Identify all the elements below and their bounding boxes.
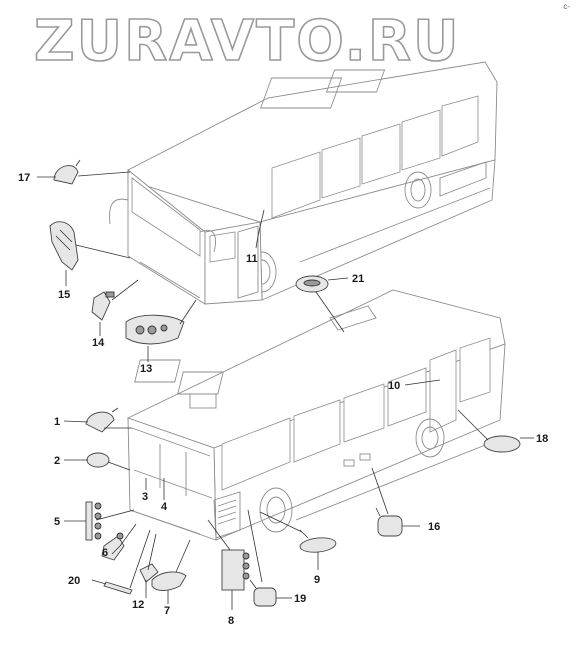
callout-3: 3 bbox=[142, 491, 148, 503]
callout-18: 18 bbox=[536, 433, 548, 445]
part-8-lamp-bar bbox=[221, 549, 250, 591]
callout-13: 13 bbox=[140, 363, 152, 375]
callout-8: 8 bbox=[228, 615, 234, 627]
part-17-marker-lamp bbox=[53, 159, 81, 185]
callout-10: 10 bbox=[388, 380, 400, 392]
part-20-light-strip bbox=[103, 581, 133, 595]
part-13-headlight bbox=[125, 314, 185, 345]
part-6-rear-lamp bbox=[101, 532, 125, 561]
part-18-side-marker bbox=[479, 431, 521, 453]
part-7-fog-lamp bbox=[151, 571, 187, 591]
part-14-side-lamp bbox=[91, 291, 115, 321]
callout-2: 2 bbox=[54, 455, 60, 467]
callout-21: 21 bbox=[352, 273, 364, 285]
callout-19: 19 bbox=[294, 593, 306, 605]
part-9-side-marker bbox=[299, 529, 337, 553]
bus-rear-view bbox=[126, 289, 506, 541]
part-5-lamp-cluster bbox=[85, 501, 102, 541]
callout-20: 20 bbox=[68, 575, 80, 587]
callout-9: 9 bbox=[314, 574, 320, 586]
callout-1: 1 bbox=[54, 416, 60, 428]
leader-lines bbox=[37, 171, 534, 610]
watermark-logo: ZURAVTO.RU bbox=[34, 8, 461, 68]
callout-12: 12 bbox=[132, 599, 144, 611]
bus-front-view bbox=[109, 61, 498, 305]
callout-5: 5 bbox=[54, 516, 60, 528]
part-21-roof-lamp bbox=[295, 275, 329, 293]
corner-mark: c- bbox=[563, 2, 570, 11]
callout-6: 6 bbox=[102, 547, 108, 559]
part-16-side-lamp bbox=[375, 507, 403, 537]
svg-text:ZURAVTO.RU: ZURAVTO.RU bbox=[34, 9, 461, 68]
part-12-plate-lamp bbox=[139, 563, 159, 583]
part-1-marker-lamp bbox=[85, 407, 119, 433]
part-2-round-lamp bbox=[86, 452, 110, 468]
callout-11: 11 bbox=[246, 253, 258, 265]
part-15-headlight-housing bbox=[49, 221, 79, 271]
callout-15: 15 bbox=[58, 289, 70, 301]
callout-4: 4 bbox=[161, 501, 168, 513]
callout-17: 17 bbox=[18, 172, 30, 184]
part-19-side-lamp bbox=[249, 579, 277, 607]
callout-7: 7 bbox=[164, 605, 170, 617]
callout-labels: 17 15 14 13 11 21 10 1 2 3 4 5 6 20 12 7… bbox=[18, 172, 548, 627]
callout-14: 14 bbox=[92, 337, 105, 349]
callout-16: 16 bbox=[428, 521, 440, 533]
